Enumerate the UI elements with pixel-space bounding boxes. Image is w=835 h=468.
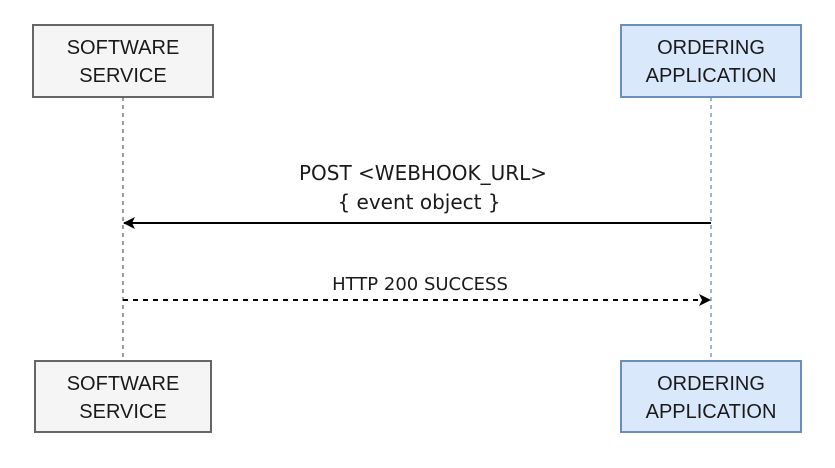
message-webhook-post[interactable]: POST <WEBHOOK_URL> { event object } bbox=[123, 161, 711, 229]
actor-label-line1: SOFTWARE bbox=[67, 373, 180, 395]
actor-label-line1: SOFTWARE bbox=[67, 37, 180, 59]
actor-box bbox=[32, 24, 214, 98]
message-http-response[interactable]: HTTP 200 SUCCESS bbox=[123, 274, 711, 306]
actor-box bbox=[34, 360, 212, 433]
actor-label-line2: SERVICE bbox=[79, 65, 166, 87]
actor-box bbox=[620, 24, 802, 98]
actor-software-service-top[interactable]: SOFTWARE SERVICE bbox=[32, 24, 214, 98]
actor-label-line1: ORDERING bbox=[657, 373, 765, 395]
message-label-line2: { event object } bbox=[337, 190, 500, 214]
actor-box bbox=[620, 360, 802, 433]
actor-label-line2: APPLICATION bbox=[646, 401, 777, 423]
actor-ordering-application-top[interactable]: ORDERING APPLICATION bbox=[620, 24, 802, 98]
actor-ordering-application-bottom[interactable]: ORDERING APPLICATION bbox=[620, 360, 802, 433]
actor-label-line2: APPLICATION bbox=[646, 65, 777, 87]
message-label-line1: POST <WEBHOOK_URL> bbox=[299, 161, 547, 185]
message-label: HTTP 200 SUCCESS bbox=[332, 274, 508, 295]
actor-label-line1: ORDERING bbox=[657, 37, 765, 59]
actor-label-line2: SERVICE bbox=[79, 401, 166, 423]
actor-software-service-bottom[interactable]: SOFTWARE SERVICE bbox=[34, 360, 212, 433]
